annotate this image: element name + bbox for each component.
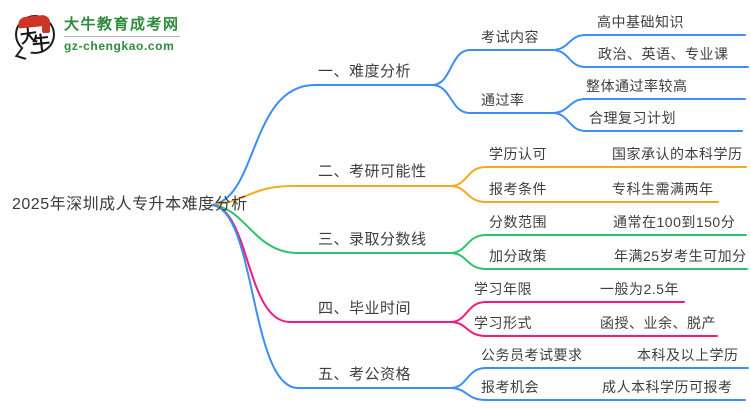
node-score-range: 分数范围 <box>489 214 547 230</box>
logo-seal-icon <box>42 23 50 33</box>
branch-1-leaf-3-line <box>551 98 746 114</box>
branch-4-sub-1-line <box>449 301 685 323</box>
site-domain: gz-chengkao.com <box>64 39 175 53</box>
node-application-conditions: 报考条件 <box>489 181 547 197</box>
branch-1-lines <box>211 34 749 206</box>
branch-3-sub-1-line <box>449 234 747 254</box>
leaf-state-recognized-degree: 国家承认的本科学历 <box>612 146 743 162</box>
branch-2-lines <box>211 166 747 206</box>
logo-text-block: 大牛教育成考网 gz-chengkao.com <box>64 15 180 53</box>
branch-4-label: 四、毕业时间 <box>318 300 412 317</box>
node-degree-recognition: 学历认可 <box>489 146 547 162</box>
leaf-reasonable-review-plan: 合理复习计划 <box>589 110 676 126</box>
leaf-adult-degree-eligible: 成人本科学历可报考 <box>602 379 733 395</box>
branch-1-sub-2-line <box>431 84 553 114</box>
leaf-overall-pass-rate-high: 整体通过率较高 <box>586 78 688 94</box>
branch-2-sub-2-line <box>449 185 719 203</box>
branch-2-trunk-line <box>211 185 451 206</box>
branch-4-sub-2-line <box>449 321 718 337</box>
logo-bubble-icon: 大 牛 <box>14 14 55 60</box>
leaf-100-to-150-points: 通常在100到150分 <box>613 214 736 230</box>
leaf-high-school-basics: 高中基础知识 <box>597 14 684 30</box>
logo-divider <box>64 36 180 37</box>
node-application-opportunity: 报考机会 <box>481 379 539 395</box>
branch-3-label: 三、录取分数线 <box>318 231 427 248</box>
branch-3-lines <box>211 204 748 270</box>
node-civil-exam-requirement: 公务员考试要求 <box>481 347 583 363</box>
node-exam-content: 考试内容 <box>481 29 539 45</box>
branch-1-label: 一、难度分析 <box>318 63 412 80</box>
branch-5-label: 五、考公资格 <box>318 366 412 383</box>
node-study-format: 学习形式 <box>474 315 532 331</box>
branch-5-trunk-line <box>211 204 451 389</box>
site-logo: 大 牛 大牛教育成考网 gz-chengkao.com <box>14 14 180 60</box>
node-bonus-policy: 加分政策 <box>489 248 547 264</box>
branch-3-sub-2-line <box>449 252 748 270</box>
branch-1-sub-1-line <box>431 49 553 86</box>
branch-1-leaf-1-line <box>551 34 746 51</box>
leaf-two-years-required: 专科生需满两年 <box>612 181 714 197</box>
branch-5-sub-1-line <box>449 367 749 389</box>
leaf-usually-2-5-years: 一般为2.5年 <box>600 281 679 297</box>
logo-char-niu: 牛 <box>31 32 52 55</box>
branch-1-trunk-line <box>211 84 433 206</box>
leaf-politics-english-major: 政治、英语、专业课 <box>598 46 729 62</box>
branch-1-leaf-4-line <box>551 112 743 132</box>
branch-2-label: 二、考研可能性 <box>318 163 427 180</box>
node-pass-rate: 通过率 <box>481 92 525 108</box>
node-study-duration: 学习年限 <box>474 281 532 297</box>
branch-5-sub-2-line <box>449 387 746 401</box>
root-node: 2025年深圳成人专升本难度分析 <box>12 196 248 213</box>
leaf-bachelor-or-above: 本科及以上学历 <box>637 347 739 363</box>
branch-5-lines <box>211 204 749 401</box>
branch-1-leaf-2-line <box>551 49 749 68</box>
branch-3-trunk-line <box>211 204 451 254</box>
leaf-study-format-types: 函授、业余、脱产 <box>600 315 716 331</box>
leaf-age-25-bonus: 年满25岁考生可加分 <box>614 248 747 264</box>
site-name: 大牛教育成考网 <box>64 16 180 33</box>
branch-2-sub-1-line <box>449 166 747 187</box>
